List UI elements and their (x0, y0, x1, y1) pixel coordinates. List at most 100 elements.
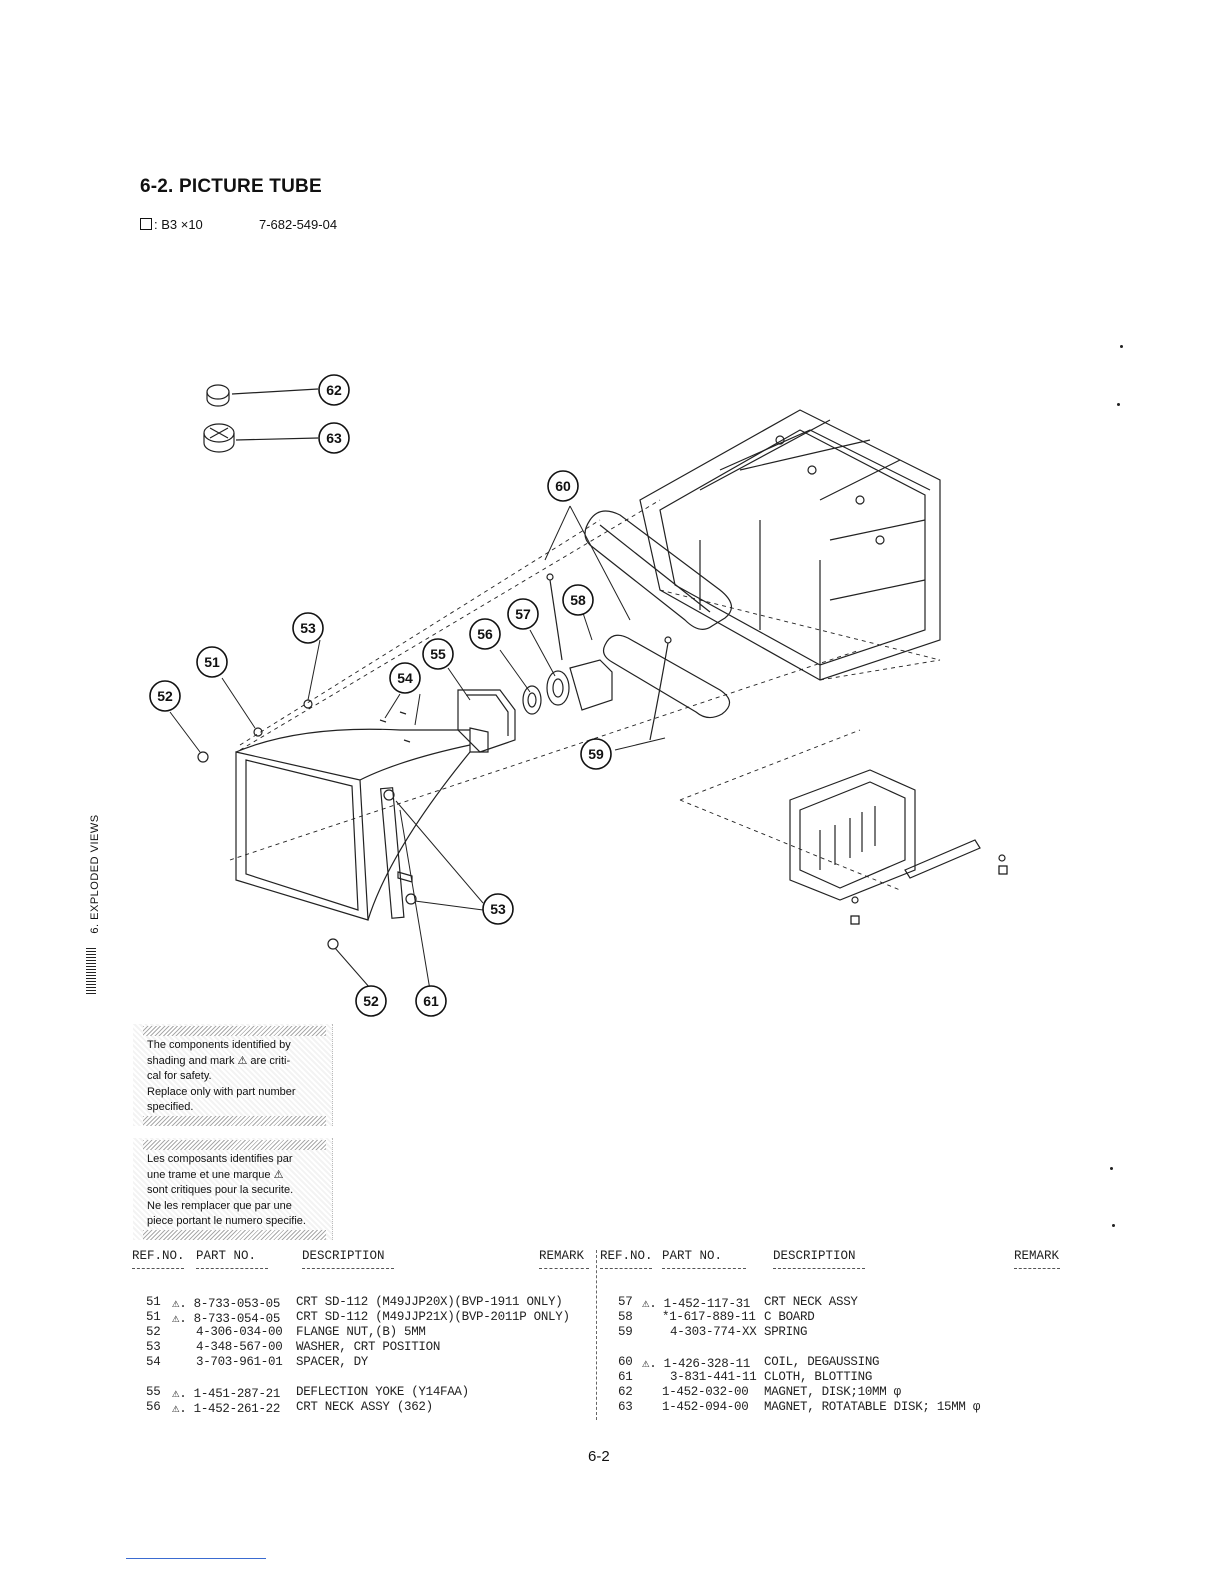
table-row: MAGNET, ROTATABLE DISK; 15MM φ (764, 1400, 981, 1414)
magnet-disk-icon (206, 384, 230, 407)
notice-line: sont critiques pour la securite. (147, 1184, 294, 1196)
notice-line: cal for safety. (147, 1070, 212, 1082)
callout-54 (389, 662, 421, 694)
callout-53a-label: 53 (300, 620, 316, 636)
table-row: 4-306-034-00 (196, 1325, 283, 1339)
callout-57-label: 57 (515, 606, 531, 622)
callout-59 (580, 738, 612, 770)
side-marker-icon (86, 948, 96, 994)
callout-53a (292, 612, 324, 644)
table-row: ⚠. 1-452-261-22 (172, 1402, 281, 1416)
table-row: 4-348-567-00 (196, 1340, 283, 1354)
safety-notice-french: Les composants identifies par une trame … (133, 1138, 333, 1240)
callout-55-label: 55 (430, 646, 446, 662)
screw-box-icon (850, 915, 860, 925)
table-row: 3-703-961-01 (196, 1355, 283, 1369)
table-row: 55 (146, 1385, 161, 1399)
table-row: ⚠. 1-426-328-11 (642, 1357, 751, 1371)
table-row: 3-831-441-11 (670, 1370, 757, 1384)
rotatable-magnet-icon (203, 423, 235, 453)
table-row: WASHER, CRT POSITION (296, 1340, 441, 1354)
table-row: 51 (146, 1295, 161, 1309)
table-row: *1-617-889-11 (662, 1310, 756, 1324)
notice-line: specified. (147, 1101, 194, 1113)
table-row: 1-452-032-00 (662, 1385, 749, 1399)
callout-53b (482, 893, 514, 925)
notice-line: shading and mark ⚠ are criti- (147, 1054, 291, 1067)
header-ref-no: REF.NO. (600, 1249, 653, 1263)
callout-52a (149, 680, 181, 712)
section-title: 6-2. PICTURE TUBE (140, 176, 322, 197)
notice-line: The components identified by (147, 1039, 291, 1051)
header-description: DESCRIPTION (302, 1249, 385, 1263)
table-row: CLOTH, BLOTTING (764, 1370, 873, 1384)
callout-56 (469, 618, 501, 650)
screw-spec-text: : B3 ×10 (154, 217, 203, 232)
table-row: 58 (618, 1310, 633, 1324)
table-row: 54 (146, 1355, 161, 1369)
notice-line: piece portant le numero specifie. (147, 1215, 306, 1227)
page-number: 6-2 (588, 1448, 610, 1465)
screw-symbol-icon (140, 218, 152, 230)
callout-58-label: 58 (570, 592, 586, 608)
table-row: 1-452-094-00 (662, 1400, 749, 1414)
table-row: 59 (618, 1325, 633, 1339)
table-row: SPACER, DY (296, 1355, 369, 1369)
table-row: 56 (146, 1400, 161, 1414)
table-row: 52 (146, 1325, 161, 1339)
notice-line: Ne les remplacer que par une (147, 1199, 292, 1212)
callout-60-label: 60 (555, 478, 571, 494)
table-row: 57 (618, 1295, 633, 1309)
footer-link-line (126, 1558, 266, 1559)
table-row: CRT NECK ASSY (764, 1295, 858, 1309)
table-row: FLANGE NUT,(B) 5MM (296, 1325, 426, 1339)
callout-63-label: 63 (326, 430, 342, 446)
table-row: ⚠. 1-451-287-21 (172, 1387, 281, 1401)
callout-52a-label: 52 (157, 688, 173, 704)
table-row: 63 (618, 1400, 633, 1414)
callout-56-label: 56 (477, 626, 493, 642)
callout-60 (547, 470, 579, 502)
callout-51-label: 51 (204, 654, 220, 670)
table-row: CRT SD-112 (M49JJP20X)(BVP-1911 ONLY) (296, 1295, 563, 1309)
table-row: CRT NECK ASSY (362) (296, 1400, 433, 1414)
table-row: 60 (618, 1355, 633, 1369)
table-row: ⚠. 8-733-054-05 (172, 1312, 281, 1326)
callout-62-label: 62 (326, 382, 342, 398)
table-row: MAGNET, DISK;10MM φ (764, 1385, 901, 1399)
table-row: 53 (146, 1340, 161, 1354)
table-row: DEFLECTION YOKE (Y14FAA) (296, 1385, 469, 1399)
screw-box-icon (998, 865, 1008, 875)
callout-52b-label: 52 (363, 993, 379, 1009)
callout-58 (562, 584, 594, 616)
callout-52b (355, 985, 387, 1017)
callout-61-label: 61 (423, 993, 439, 1009)
callout-59-label: 59 (588, 746, 604, 762)
callout-51 (196, 646, 228, 678)
callout-63 (318, 422, 350, 454)
table-row: COIL, DEGAUSSING (764, 1355, 880, 1369)
table-row: 61 (618, 1370, 633, 1384)
callout-62 (318, 374, 350, 406)
header-part-no: PART NO. (662, 1249, 723, 1263)
table-divider (596, 1250, 597, 1420)
header-part-no: PART NO. (196, 1249, 257, 1263)
table-row: 51 (146, 1310, 161, 1324)
notice-line: Les composants identifies par (147, 1153, 293, 1165)
table-row: 62 (618, 1385, 633, 1399)
callout-53b-label: 53 (490, 901, 506, 917)
notice-line: Replace only with part number (147, 1085, 296, 1098)
notice-line: une trame et une marque ⚠ (147, 1168, 284, 1181)
header-remark: REMARK (1014, 1249, 1060, 1263)
callout-54-label: 54 (397, 670, 413, 686)
table-row: C BOARD (764, 1310, 815, 1324)
table-row: ⚠. 1-452-117-31 (642, 1297, 751, 1311)
header-description: DESCRIPTION (773, 1249, 856, 1263)
table-row: 4-303-774-XX (670, 1325, 757, 1339)
safety-notice-english: The components identified by shading and… (133, 1024, 333, 1126)
table-row: SPRING (764, 1325, 808, 1339)
callout-57 (507, 598, 539, 630)
screw-spec: : B3 ×10 (140, 217, 203, 232)
table-row: ⚠. 8-733-053-05 (172, 1297, 281, 1311)
